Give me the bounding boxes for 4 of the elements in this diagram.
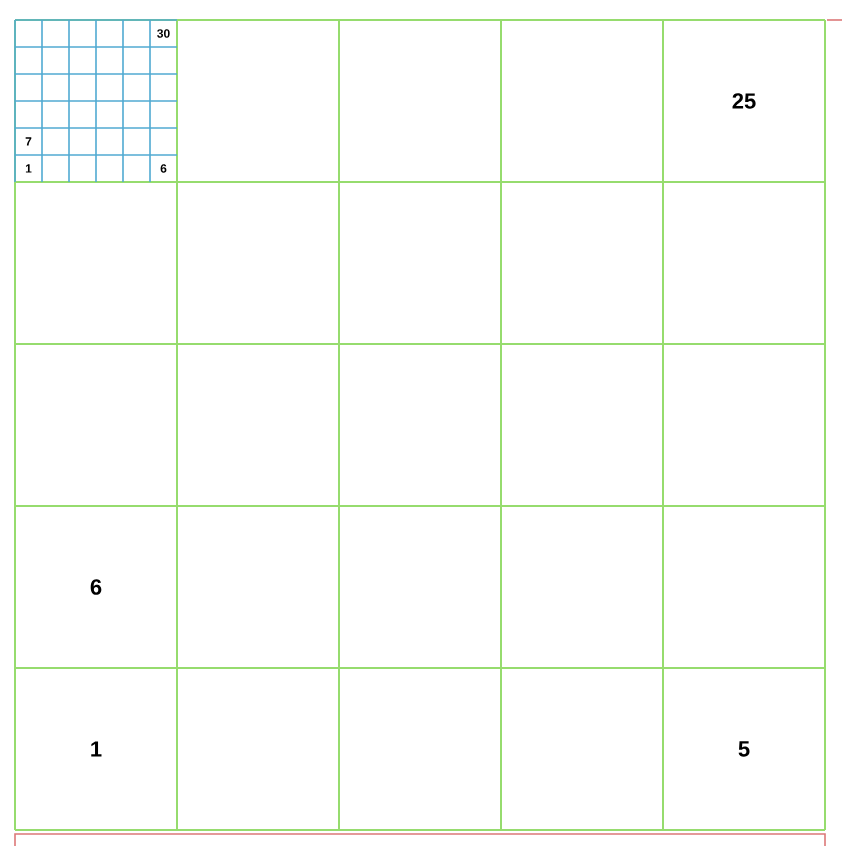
cell-number: 25: [732, 93, 756, 109]
cell-number: 5: [738, 741, 750, 757]
cell-number: 1: [91, 741, 102, 757]
cell-number: 6: [90, 579, 102, 595]
